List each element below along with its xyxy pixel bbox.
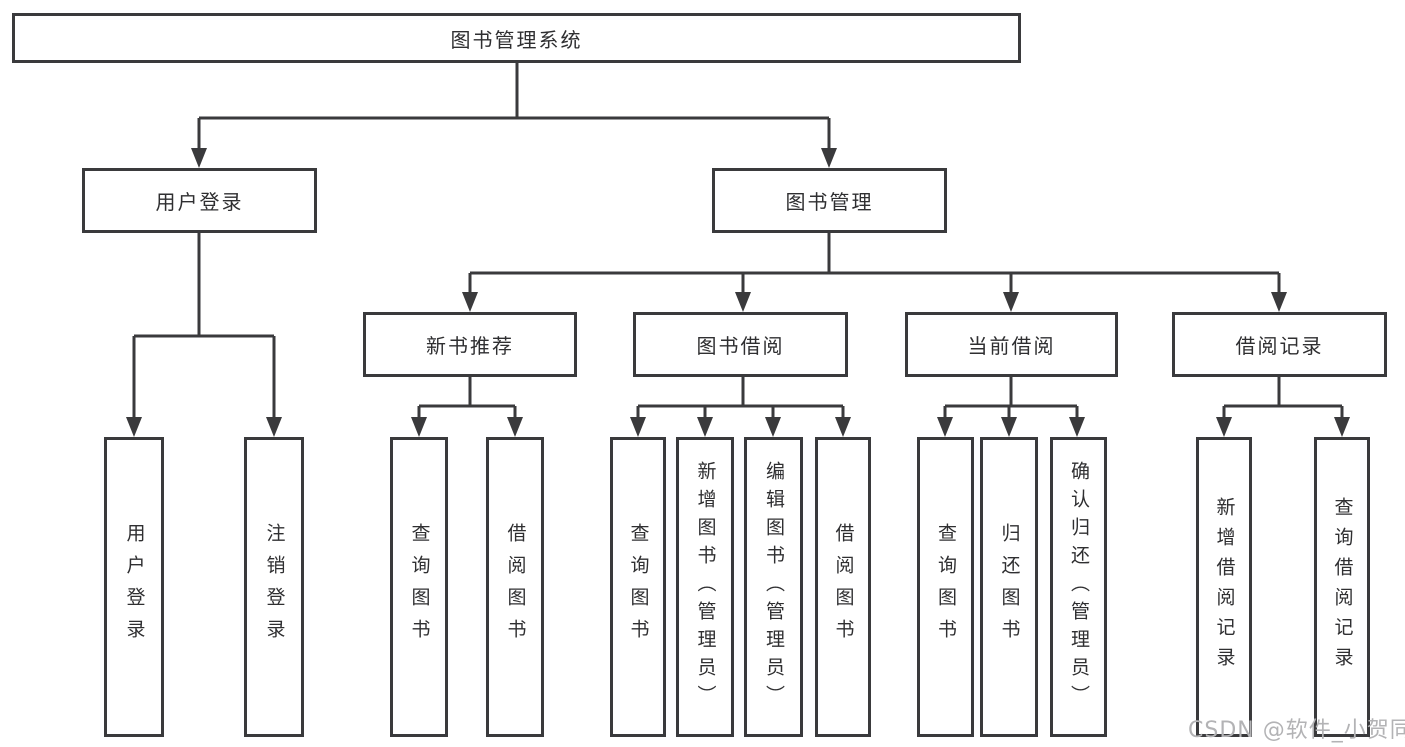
csdn-watermark: CSDN @软件_小贺同学 bbox=[1188, 718, 1405, 743]
leaf-add-borrow-record-label: 新增借阅记录 bbox=[1213, 497, 1236, 677]
arrowhead bbox=[630, 417, 646, 437]
node-user-login-label: 用户登录 bbox=[155, 190, 244, 214]
node-user-login: 用户登录 bbox=[82, 168, 317, 233]
leaf-query-books-current: 查询图书 bbox=[917, 437, 974, 737]
arrowhead bbox=[266, 417, 282, 437]
arrowhead bbox=[1003, 292, 1019, 312]
leaf-query-books-recommend-label: 查询图书 bbox=[408, 523, 431, 651]
leaf-edit-books-admin-label: 编辑图书（管理员） bbox=[763, 461, 785, 713]
arrowhead bbox=[735, 292, 751, 312]
leaf-edit-books-admin: 编辑图书（管理员） bbox=[744, 437, 803, 737]
leaf-add-books-admin-label: 新增图书（管理员） bbox=[694, 461, 717, 713]
arrowhead bbox=[1271, 292, 1287, 312]
node-root: 图书管理系统 bbox=[12, 13, 1021, 63]
arrowhead bbox=[835, 417, 851, 437]
node-new-book-recommend-label: 新书推荐 bbox=[426, 334, 514, 358]
node-root-label: 图书管理系统 bbox=[450, 27, 583, 52]
node-new-book-recommend: 新书推荐 bbox=[363, 312, 577, 377]
leaf-borrow-books-recommend: 借阅图书 bbox=[486, 437, 544, 737]
arrowhead bbox=[937, 417, 953, 437]
arrowhead bbox=[1069, 417, 1085, 437]
arrowhead bbox=[1334, 417, 1350, 437]
leaf-query-books-current-label: 查询图书 bbox=[935, 523, 957, 651]
leaf-query-borrow-record: 查询借阅记录 bbox=[1314, 437, 1370, 737]
arrowhead bbox=[411, 417, 427, 437]
arrowhead bbox=[507, 417, 523, 437]
arrowhead bbox=[1216, 417, 1232, 437]
node-borrow-records: 借阅记录 bbox=[1172, 312, 1387, 377]
node-borrow-records-label: 借阅记录 bbox=[1235, 334, 1324, 358]
leaf-confirm-return-admin: 确认归还（管理员） bbox=[1050, 437, 1107, 737]
node-current-borrow: 当前借阅 bbox=[905, 312, 1118, 377]
leaf-user-login-label: 用户登录 bbox=[123, 523, 146, 651]
leaf-user-login: 用户登录 bbox=[104, 437, 164, 737]
leaf-add-books-admin: 新增图书（管理员） bbox=[676, 437, 734, 737]
node-book-management: 图书管理 bbox=[712, 168, 947, 233]
arrowhead bbox=[126, 417, 142, 437]
node-current-borrow-label: 当前借阅 bbox=[967, 334, 1056, 358]
leaf-logout-label: 注销登录 bbox=[263, 523, 286, 651]
node-book-management-label: 图书管理 bbox=[785, 190, 874, 214]
arrowhead bbox=[462, 292, 478, 312]
leaf-logout: 注销登录 bbox=[244, 437, 304, 737]
leaf-query-borrow-record-label: 查询借阅记录 bbox=[1331, 497, 1354, 677]
leaf-query-books-recommend: 查询图书 bbox=[390, 437, 448, 737]
leaf-return-books: 归还图书 bbox=[980, 437, 1038, 737]
leaf-borrow-books-recommend-label: 借阅图书 bbox=[504, 523, 527, 651]
leaf-query-books-borrow-label: 查询图书 bbox=[627, 523, 650, 651]
node-book-borrow-label: 图书借阅 bbox=[696, 334, 785, 358]
node-book-borrow: 图书借阅 bbox=[633, 312, 848, 377]
leaf-borrow-books: 借阅图书 bbox=[815, 437, 871, 737]
arrowhead bbox=[765, 417, 781, 437]
arrowhead bbox=[1001, 417, 1017, 437]
arrowhead bbox=[191, 148, 207, 168]
leaf-confirm-return-admin-label: 确认归还（管理员） bbox=[1068, 461, 1090, 713]
arrowhead bbox=[821, 148, 837, 168]
arrowhead bbox=[697, 417, 713, 437]
leaf-query-books-borrow: 查询图书 bbox=[610, 437, 666, 737]
leaf-borrow-books-label: 借阅图书 bbox=[832, 523, 855, 651]
leaf-add-borrow-record: 新增借阅记录 bbox=[1196, 437, 1252, 737]
leaf-return-books-label: 归还图书 bbox=[998, 523, 1021, 651]
